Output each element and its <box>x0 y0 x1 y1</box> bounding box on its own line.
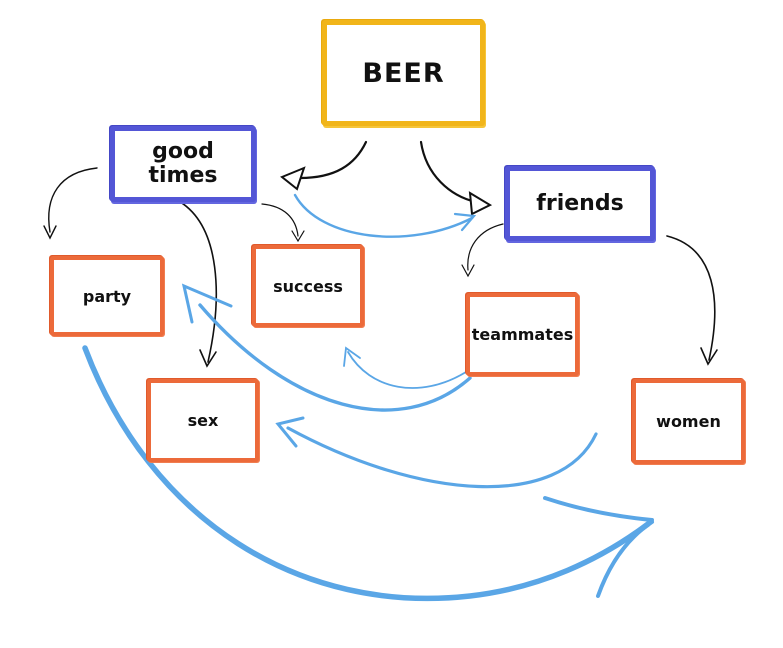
link-teammates-to-party <box>198 303 472 412</box>
link-party-to-women <box>82 345 651 602</box>
arrow-head-success <box>291 230 305 243</box>
arrow-friends-to-teammates <box>467 223 504 271</box>
arrow-friends-to-women <box>666 235 716 361</box>
link-women-to-sex <box>286 426 598 489</box>
arrow-head-sex <box>199 349 217 368</box>
arrow-good-times-to-success <box>261 203 299 237</box>
link-head-sex <box>275 416 305 448</box>
node-women: women <box>632 379 745 464</box>
link-head-party <box>181 283 233 324</box>
link-head-friends <box>453 212 477 232</box>
node-teammates: teammates <box>466 293 579 376</box>
node-party: party <box>50 256 164 336</box>
arrow-beer-to-good-times <box>298 140 368 180</box>
node-good-times: good times <box>110 126 256 202</box>
cross-link-arrows <box>82 193 654 602</box>
node-beer-label: BEER <box>362 57 445 89</box>
node-friends-label: friends <box>536 190 624 216</box>
link-head-women <box>596 520 654 598</box>
link-teammates-to-success <box>347 351 467 389</box>
link-good-times-to-friends <box>293 193 474 238</box>
link-head-success <box>343 346 361 367</box>
arrow-head-teammates <box>461 264 475 278</box>
arrow-good-times-to-sex <box>176 199 218 363</box>
node-teammates-label: teammates <box>471 325 574 344</box>
node-good-times-label: good times <box>148 139 218 188</box>
node-sex: sex <box>147 379 259 462</box>
arrow-good-times-to-party <box>48 167 98 233</box>
link-party-to-women-swash <box>543 496 654 522</box>
arrow-head-party <box>43 225 57 240</box>
node-party-label: party <box>82 286 132 306</box>
arrow-beer-to-friends <box>419 140 478 204</box>
node-women-label: women <box>656 412 721 431</box>
node-sex-label: sex <box>187 411 219 430</box>
node-beer: BEER <box>322 20 485 126</box>
hierarchy-arrows <box>43 140 718 368</box>
arrow-head-friends <box>468 191 493 216</box>
node-success: success <box>252 245 364 327</box>
node-success-label: success <box>273 276 343 296</box>
arrow-head-good-times <box>280 166 306 191</box>
node-friends: friends <box>505 166 655 241</box>
arrow-head-women <box>700 347 718 366</box>
